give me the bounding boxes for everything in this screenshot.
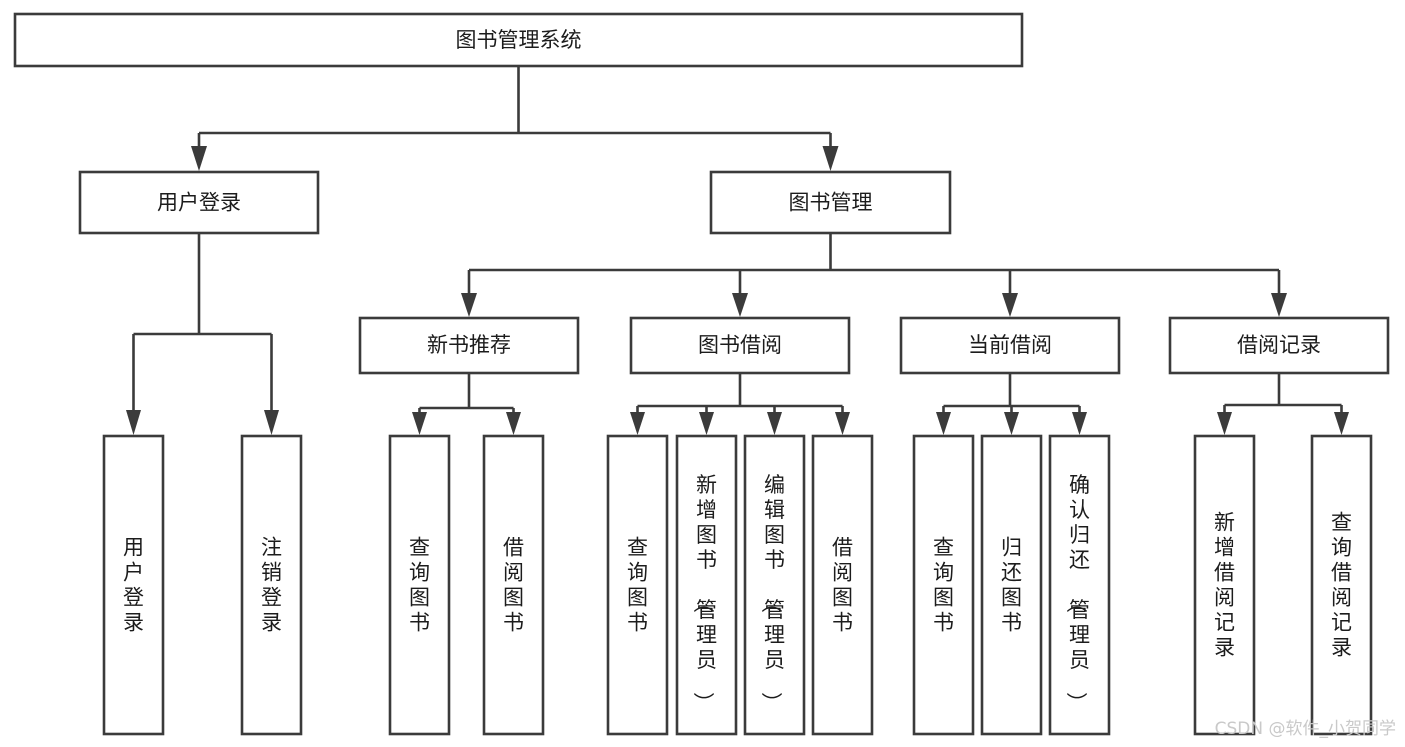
arrowhead-leaf-borrow-book-2	[835, 412, 850, 435]
node-leaf-query-book-1-label: 查询图书	[409, 536, 430, 635]
node-leaf-query-record[interactable]: 查询借阅记录	[1310, 434, 1373, 736]
node-leaf-edit-book-box[interactable]	[743, 434, 806, 736]
node-borrow-record[interactable]: 借阅记录	[1168, 316, 1390, 375]
node-leaf-logout-box[interactable]	[240, 434, 303, 736]
arrowhead-leaf-add-book	[699, 412, 714, 435]
arrowhead-leaf-return-book	[1004, 412, 1019, 435]
node-leaf-query-book-1[interactable]: 查询图书	[388, 434, 451, 736]
arrowhead-borrow-record	[1271, 293, 1287, 317]
node-leaf-edit-book-label: 编辑图书（管理员）	[759, 473, 785, 713]
node-user-login-label: 用户登录	[157, 191, 241, 215]
node-leaf-add-book[interactable]: 新增图书（管理员）	[675, 434, 738, 736]
node-leaf-borrow-book-2-box[interactable]	[811, 434, 874, 736]
arrowhead-leaf-user-login	[126, 410, 141, 435]
arrowhead-leaf-confirm-return	[1072, 412, 1087, 435]
node-leaf-return-book[interactable]: 归还图书	[980, 434, 1043, 736]
node-leaf-add-record-box[interactable]	[1193, 434, 1256, 736]
level2-group: 用户登录 图书管理	[78, 170, 952, 235]
node-leaf-borrow-book-2-label: 借阅图书	[832, 536, 853, 635]
arrowhead-leaf-borrow-book-1	[506, 412, 521, 435]
node-user-login-box[interactable]	[78, 170, 320, 235]
arrowhead-new-book-recommend	[461, 293, 477, 317]
node-user-login[interactable]: 用户登录	[78, 170, 320, 235]
arrowhead-leaf-add-record	[1217, 412, 1232, 435]
node-leaf-return-book-box[interactable]	[980, 434, 1043, 736]
node-leaf-confirm-return[interactable]: 确认归还（管理员）	[1048, 434, 1111, 736]
node-leaf-logout-label: 注销登录	[261, 536, 282, 635]
csdn-watermark: CSDN @软件_小贺同学	[1215, 719, 1396, 739]
node-leaf-borrow-book-1-label: 借阅图书	[503, 536, 524, 635]
node-leaf-add-record[interactable]: 新增借阅记录	[1193, 434, 1256, 736]
node-book-borrow-box[interactable]	[629, 316, 851, 375]
node-leaf-user-login-label: 用户登录	[123, 536, 144, 635]
level3-group: 新书推荐 图书借阅 当前借阅 借阅记录	[358, 316, 1390, 375]
node-leaf-query-book-2-box[interactable]	[606, 434, 669, 736]
node-leaf-query-book-2-label: 查询图书	[627, 536, 648, 635]
arrowhead-current-borrow	[1002, 293, 1018, 317]
arrowhead-leaf-edit-book	[767, 412, 782, 435]
node-leaf-confirm-return-box[interactable]	[1048, 434, 1111, 736]
node-borrow-record-label: 借阅记录	[1237, 333, 1321, 357]
node-leaf-add-book-box[interactable]	[675, 434, 738, 736]
node-leaf-query-book-2[interactable]: 查询图书	[606, 434, 669, 736]
leaf-group: 用户登录 注销登录 查询图书 借阅图书 查询图书 新增图书（管理员） 编辑图书（管理员） 借阅…	[102, 434, 1373, 736]
node-new-book-recommend[interactable]: 新书推荐	[358, 316, 580, 375]
node-borrow-record-box[interactable]	[1168, 316, 1390, 375]
node-leaf-query-book-1-box[interactable]	[388, 434, 451, 736]
node-leaf-query-record-box[interactable]	[1310, 434, 1373, 736]
arrowhead-book-borrow	[732, 293, 748, 317]
node-leaf-user-login-box[interactable]	[102, 434, 165, 736]
arrowhead-leaf-query-book-2	[630, 412, 645, 435]
node-leaf-edit-book[interactable]: 编辑图书（管理员）	[743, 434, 806, 736]
node-leaf-return-book-label: 归还图书	[1001, 536, 1022, 635]
node-new-book-recommend-label: 新书推荐	[427, 333, 511, 357]
node-leaf-add-record-label: 新增借阅记录	[1214, 511, 1235, 660]
arrowhead-leaf-query-book-1	[412, 412, 427, 435]
node-leaf-user-login[interactable]: 用户登录	[102, 434, 165, 736]
node-leaf-borrow-book-2[interactable]: 借阅图书	[811, 434, 874, 736]
node-root-label: 图书管理系统	[456, 28, 582, 52]
node-root[interactable]: 图书管理系统	[13, 12, 1024, 68]
node-leaf-query-book-3-box[interactable]	[912, 434, 975, 736]
node-leaf-borrow-book-1-box[interactable]	[482, 434, 545, 736]
node-leaf-query-book-3[interactable]: 查询图书	[912, 434, 975, 736]
arrowhead-leaf-query-book-3	[936, 412, 951, 435]
node-book-borrow[interactable]: 图书借阅	[629, 316, 851, 375]
node-book-management[interactable]: 图书管理	[709, 170, 952, 235]
node-current-borrow-box[interactable]	[899, 316, 1121, 375]
node-leaf-logout[interactable]: 注销登录	[240, 434, 303, 736]
connector-layer	[126, 66, 1349, 435]
node-book-borrow-label: 图书借阅	[698, 333, 782, 357]
node-current-borrow-label: 当前借阅	[968, 333, 1052, 357]
arrowhead-leaf-logout	[264, 410, 279, 435]
arrowhead-leaf-query-record	[1334, 412, 1349, 435]
node-leaf-borrow-book-1[interactable]: 借阅图书	[482, 434, 545, 736]
node-leaf-query-book-3-label: 查询图书	[933, 536, 954, 635]
node-leaf-confirm-return-label: 确认归还（管理员）	[1064, 473, 1090, 713]
node-leaf-query-record-label: 查询借阅记录	[1331, 511, 1352, 660]
node-new-book-recommend-box[interactable]	[358, 316, 580, 375]
arrowhead-user-login	[191, 146, 207, 171]
node-leaf-add-book-label: 新增图书（管理员）	[691, 473, 717, 713]
node-book-management-label: 图书管理	[789, 191, 873, 215]
arrowhead-book-management	[822, 146, 839, 171]
node-current-borrow[interactable]: 当前借阅	[899, 316, 1121, 375]
node-root-box[interactable]	[13, 12, 1024, 68]
node-book-management-box[interactable]	[709, 170, 952, 235]
